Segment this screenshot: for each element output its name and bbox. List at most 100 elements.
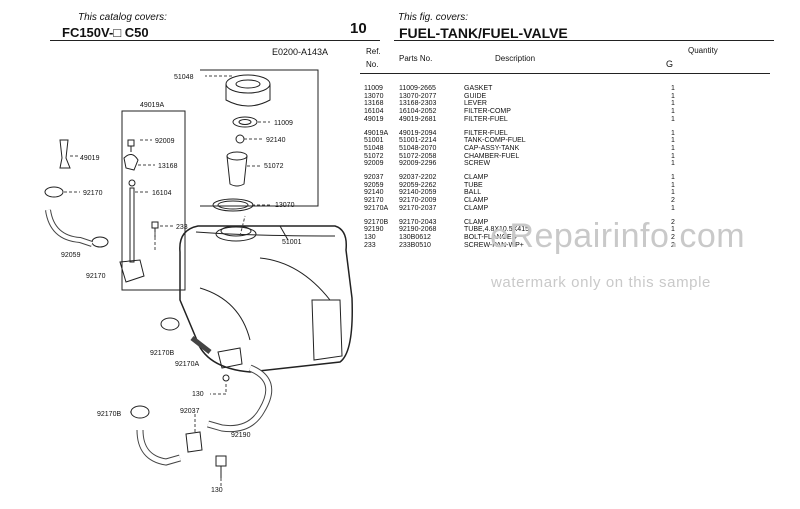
row-ref: 92059 <box>364 181 384 189</box>
callout-13070: 13070 <box>275 202 295 209</box>
row-description: CLAMP <box>464 204 489 212</box>
row-description: BOLT-FLANGED <box>464 233 517 241</box>
row-part-number: 92009-2296 <box>399 160 437 168</box>
row-ref: 92170B <box>364 218 389 226</box>
leader-51001 <box>279 225 289 241</box>
watermark-note: watermark only on this sample <box>491 274 711 291</box>
col-g-header: G <box>666 59 674 69</box>
short-tube <box>190 336 212 354</box>
row-ref: 16104 <box>364 108 384 116</box>
row-description: LEVER <box>464 100 487 108</box>
row-part-number: 130B0612 <box>399 233 431 241</box>
row-part-number: 92170-2009 <box>399 197 437 205</box>
row-quantity: 1 <box>671 174 675 181</box>
row-part-number: 92190-2068 <box>399 226 437 234</box>
filter-comp-16104 <box>129 187 135 263</box>
clamp-92170-upper <box>44 186 64 198</box>
clamp-92170b-lower <box>130 405 150 419</box>
figure-code: E0200-A143A <box>272 47 329 57</box>
catalog-covers-caption: This catalog covers: <box>78 12 167 23</box>
tube-92190-inner <box>207 365 272 432</box>
row-part-number: 49019-2681 <box>399 115 437 123</box>
row-ref: 13070 <box>364 92 384 100</box>
header-rule-right <box>394 40 774 41</box>
row-quantity: 1 <box>671 226 675 234</box>
row-part-number: 51001-2214 <box>399 137 437 145</box>
tube-92059-inner <box>46 209 93 246</box>
row-description: SCREW-PAN-WP+ <box>464 241 524 249</box>
callout-49019: 49019 <box>80 155 100 162</box>
screw-92009 <box>127 139 135 152</box>
page-number: 10 <box>350 20 367 37</box>
callout-233: 233 <box>176 224 188 231</box>
col-parts-header: Parts No. <box>399 54 433 63</box>
tank-contour-2 <box>199 287 251 341</box>
row-ref: 13168 <box>364 100 384 108</box>
row-part-number: 51048-2070 <box>399 144 437 152</box>
fuel-filter-49019 <box>59 139 71 169</box>
row-ref: 51048 <box>364 144 384 152</box>
bolt-130-upper <box>222 374 230 382</box>
row-part-number: 92170-2043 <box>399 218 437 226</box>
bolt-130-lower <box>215 455 227 478</box>
row-description: FILTER-FUEL <box>464 115 508 123</box>
row-ref: 51072 <box>364 152 384 160</box>
row-quantity: 1 <box>671 144 675 152</box>
row-part-number: 92037-2202 <box>399 174 437 181</box>
callout-130: 130 <box>192 391 204 398</box>
figure-title: FUEL-TANK/FUEL-VALVE <box>399 25 568 41</box>
catalog-model: FC150V-□ C50 <box>62 25 149 40</box>
row-description: GUIDE <box>464 92 487 100</box>
row-part-number: 92170-2037 <box>399 204 437 212</box>
clamp-92170-lower <box>91 236 109 248</box>
callout-11009: 11009 <box>274 120 293 127</box>
callout-92009: 92009 <box>155 138 175 145</box>
row-quantity: 2 <box>671 233 675 241</box>
row-description: BALL <box>464 189 482 197</box>
cap-group-box <box>200 69 319 207</box>
row-quantity: 1 <box>671 92 675 100</box>
ball-part <box>235 134 245 144</box>
row-ref: 92170 <box>364 197 384 205</box>
callout-51001: 51001 <box>282 239 302 246</box>
tube-92190 <box>207 364 273 433</box>
fuel-valve-body <box>119 259 145 283</box>
callout-92170b: 92170B <box>150 350 174 357</box>
tank-contour-1 <box>259 257 331 301</box>
fuel-tank <box>179 225 353 373</box>
tank-cap-top <box>225 74 271 94</box>
callout-92170b-lower: 92170B <box>97 411 121 418</box>
row-quantity: 1 <box>671 181 675 189</box>
filter-group-box <box>121 110 186 291</box>
callout-92140: 92140 <box>266 137 286 144</box>
tank-seam <box>195 231 336 237</box>
row-description: CHAMBER-FUEL <box>464 152 520 160</box>
callout-130-lower: 130 <box>211 487 223 494</box>
callout-51072: 51072 <box>264 163 284 170</box>
row-part-number: 13168-2303 <box>399 100 437 108</box>
row-part-number: 92140-2059 <box>399 189 437 197</box>
tank-panel <box>311 299 343 361</box>
col-no-header: No. <box>366 60 379 69</box>
col-description-header: Description <box>495 54 536 63</box>
callout-16104: 16104 <box>152 190 172 197</box>
row-part-number: 16104-2052 <box>399 108 437 116</box>
callout-51048: 51048 <box>174 74 194 81</box>
row-description: GASKET <box>464 85 493 92</box>
tank-filler-opening <box>220 225 252 237</box>
screw-233 <box>151 221 159 238</box>
clamp-92170b-upper <box>160 317 180 331</box>
watermark-brand: eRepairinfo.com <box>490 217 746 255</box>
guide-inner <box>217 200 249 210</box>
row-quantity: 1 <box>671 108 675 116</box>
row-part-number: 49019-2094 <box>399 129 437 137</box>
row-ref: 49019A <box>364 129 389 137</box>
callout-92170: 92170 <box>83 190 103 197</box>
clamp-92037 <box>185 431 203 453</box>
row-description: SCREW <box>464 160 491 168</box>
tank-filler-neck <box>215 226 257 242</box>
row-part-number: 13070-2077 <box>399 92 437 100</box>
row-ref: 130 <box>364 233 376 241</box>
row-ref: 92190 <box>364 226 384 234</box>
